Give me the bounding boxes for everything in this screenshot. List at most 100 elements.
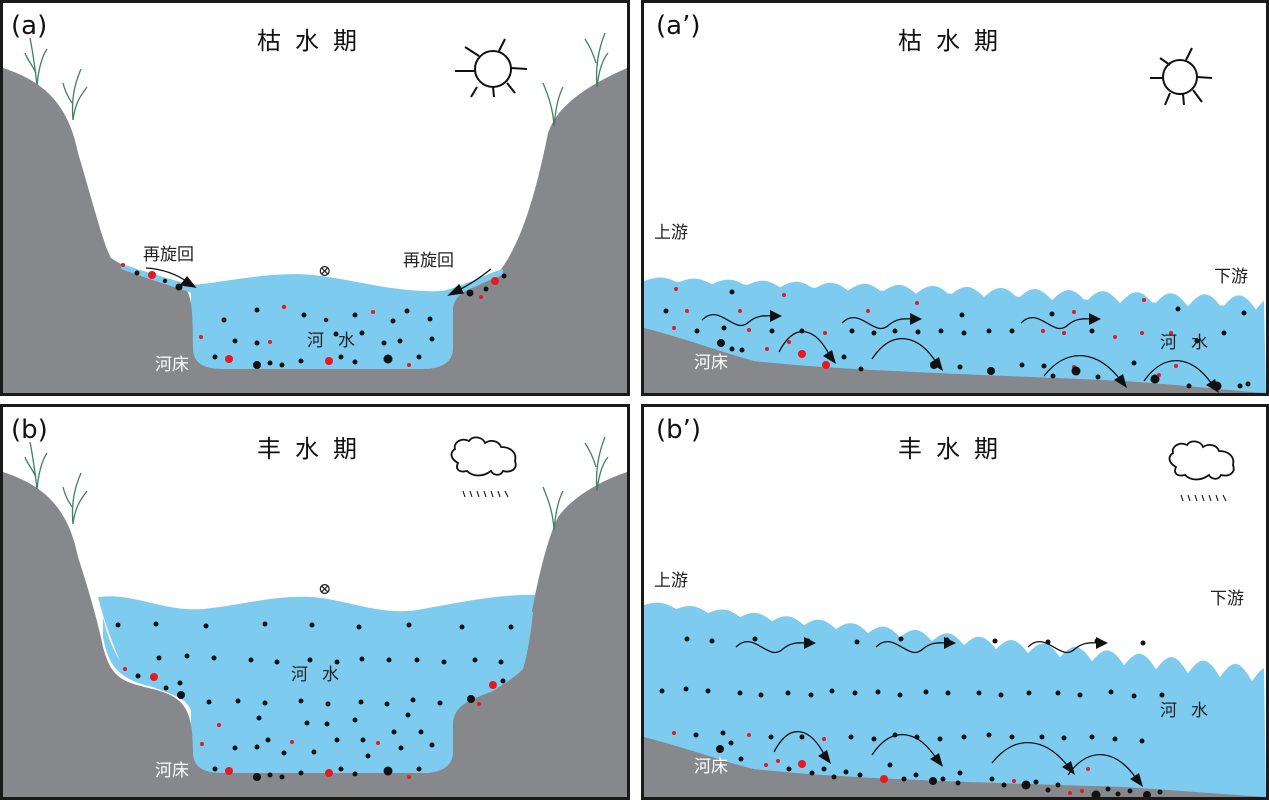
black-particle — [1009, 328, 1015, 334]
black-particle — [1061, 735, 1067, 741]
black-particle — [937, 736, 943, 742]
black-particle — [1131, 360, 1137, 366]
black-particle — [705, 688, 711, 694]
black-particle — [849, 328, 855, 334]
black-particle — [955, 780, 961, 786]
black-particle — [211, 655, 217, 661]
black-particle — [262, 700, 268, 706]
river-water-label: 河水 — [1160, 701, 1222, 721]
black-particle — [298, 770, 304, 776]
black-particle — [709, 638, 715, 644]
black-particle — [898, 636, 904, 642]
black-particle — [843, 769, 849, 775]
black-particle — [334, 737, 340, 743]
black-particle — [212, 766, 218, 772]
red-particle — [787, 340, 791, 344]
black-particle — [352, 312, 358, 318]
black-particle — [333, 331, 339, 337]
black-particle — [1077, 692, 1083, 698]
red-particle — [1142, 298, 1146, 302]
red-particle — [407, 363, 411, 367]
black-particle — [961, 330, 967, 336]
panel-b-wet-season-cross-section: (b) 丰水期 ⊗ 河水 河床 — [0, 404, 630, 800]
recirculation-label-right: 再旋回 — [403, 251, 454, 271]
black-particle — [304, 720, 310, 726]
red-particle — [325, 357, 333, 365]
black-particle — [1241, 310, 1247, 316]
black-particle — [500, 678, 506, 684]
arrow-head — [770, 310, 782, 322]
black-particle — [248, 657, 254, 663]
black-particle — [959, 312, 965, 318]
river-bed-label: 河床 — [155, 761, 189, 781]
black-particle — [1157, 789, 1163, 795]
black-particle — [162, 278, 168, 284]
black-particle — [184, 653, 190, 659]
black-particle — [721, 325, 727, 331]
red-particle — [491, 277, 499, 285]
black-particle — [1050, 373, 1056, 379]
black-particle — [253, 773, 261, 781]
black-particle — [466, 289, 474, 297]
red-particle — [866, 309, 870, 313]
black-particle — [163, 685, 169, 691]
suspension-flow-arrow — [735, 640, 809, 654]
river-water-area — [644, 602, 1266, 797]
black-particle — [254, 307, 260, 313]
black-particle — [212, 354, 218, 360]
red-particle — [822, 361, 830, 369]
black-particle — [1186, 383, 1192, 389]
arrow-head — [930, 753, 943, 767]
river-bed-label: 河床 — [155, 355, 189, 375]
panel-b-prime-wet-season-longitudinal: (b’) 丰水期 上游 下游 河水 河床 — [641, 404, 1269, 800]
red-particle — [281, 304, 287, 310]
black-particle — [720, 730, 726, 736]
sun-icon — [455, 38, 528, 98]
black-particle — [177, 691, 185, 699]
red-particle — [823, 331, 827, 335]
black-particle — [311, 749, 317, 755]
black-particle — [1071, 366, 1081, 376]
black-particle — [875, 689, 881, 695]
black-particle — [693, 732, 699, 738]
black-particle — [829, 688, 835, 694]
arrow-head — [1114, 374, 1127, 388]
black-particle — [1095, 374, 1101, 380]
panel-a-prime-dry-season-longitudinal: (a’) 枯水期 上游 下游 河水 河床 — [641, 0, 1269, 396]
black-particle — [1175, 306, 1181, 312]
saltation-arrow — [1143, 359, 1215, 388]
red-particle — [407, 775, 411, 779]
black-particle — [115, 622, 121, 628]
black-particle — [805, 638, 811, 644]
black-particle — [945, 690, 951, 696]
saltation-arrow — [1043, 354, 1123, 383]
black-particle — [913, 772, 919, 778]
black-particle — [334, 659, 340, 665]
red-particle — [672, 731, 676, 735]
black-particle — [279, 774, 285, 780]
panel-label: (a) — [11, 11, 48, 41]
black-particle — [279, 362, 285, 368]
black-particle — [156, 655, 162, 661]
black-particle — [694, 328, 700, 334]
black-particle — [938, 328, 944, 334]
black-particle — [309, 622, 315, 628]
suspended-particles — [663, 287, 1251, 391]
red-particle — [123, 667, 127, 671]
black-particle — [769, 328, 775, 334]
river-bed-rock — [3, 68, 627, 393]
black-particle — [1108, 689, 1114, 695]
black-particle — [134, 270, 140, 276]
black-particle — [324, 721, 330, 727]
black-particle — [1131, 693, 1137, 699]
black-particle — [256, 715, 262, 721]
suspension-flow-arrow — [1027, 640, 1101, 654]
black-particle — [858, 366, 864, 372]
panel-title: 丰水期 — [898, 435, 1012, 463]
river-bed-label: 河床 — [694, 353, 728, 373]
black-particle — [427, 316, 433, 322]
black-particle — [307, 657, 313, 663]
red-particle — [738, 309, 742, 313]
suspended-particles — [115, 621, 514, 781]
black-particle — [1115, 791, 1121, 797]
